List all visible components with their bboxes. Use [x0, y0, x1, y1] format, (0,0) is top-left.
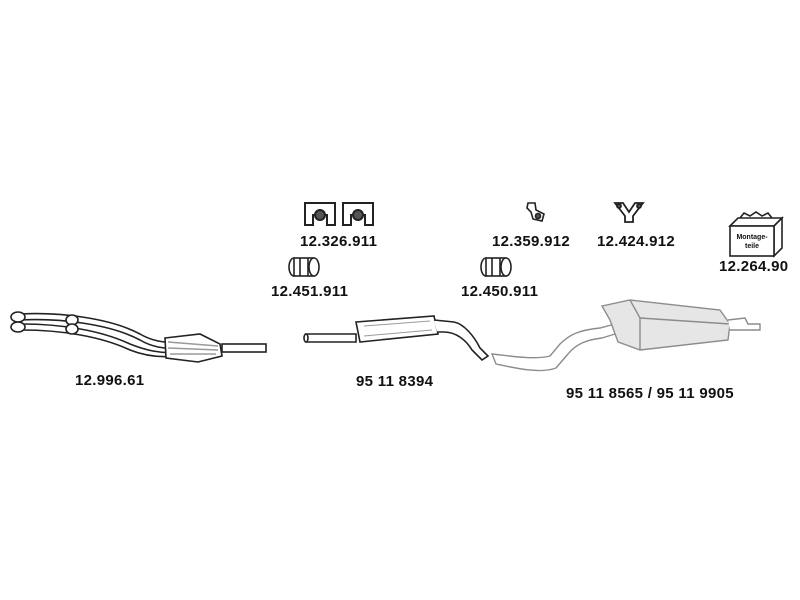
catalytic-converter-front-pipe-icon [10, 311, 267, 363]
part-number-clamp-middle: 12.450.911 [461, 283, 539, 300]
part-number-rubber-hanger: 12.326.911 [300, 233, 378, 250]
part-number-front-pipe: 12.996.61 [75, 372, 145, 389]
part-number-middle-silencer: 95 11 8394 [356, 373, 434, 390]
part-number-clamp-front: 12.451.911 [271, 283, 349, 300]
part-number-y-bracket: 12.424.912 [597, 233, 676, 250]
mounting-kit-box-text-2: teile [745, 243, 759, 250]
rear-silencer-icon [490, 299, 761, 372]
hanger-bracket-icon [526, 202, 545, 222]
pipe-clamp-icon [480, 257, 512, 277]
rubber-hanger-icon [304, 202, 374, 226]
part-number-mounting-kit: 12.264.90 [719, 258, 789, 275]
pipe-clamp-icon [288, 257, 320, 277]
mounting-kit-box-text-1: Montage- [736, 234, 768, 241]
middle-silencer-icon [303, 315, 490, 362]
part-number-rear-silencer: 95 11 8565 / 95 11 9905 [566, 385, 734, 402]
y-bracket-icon [613, 202, 645, 223]
mounting-kit-box-icon: Montage- teile [728, 211, 784, 258]
part-number-hanger-bracket: 12.359.912 [492, 233, 571, 250]
